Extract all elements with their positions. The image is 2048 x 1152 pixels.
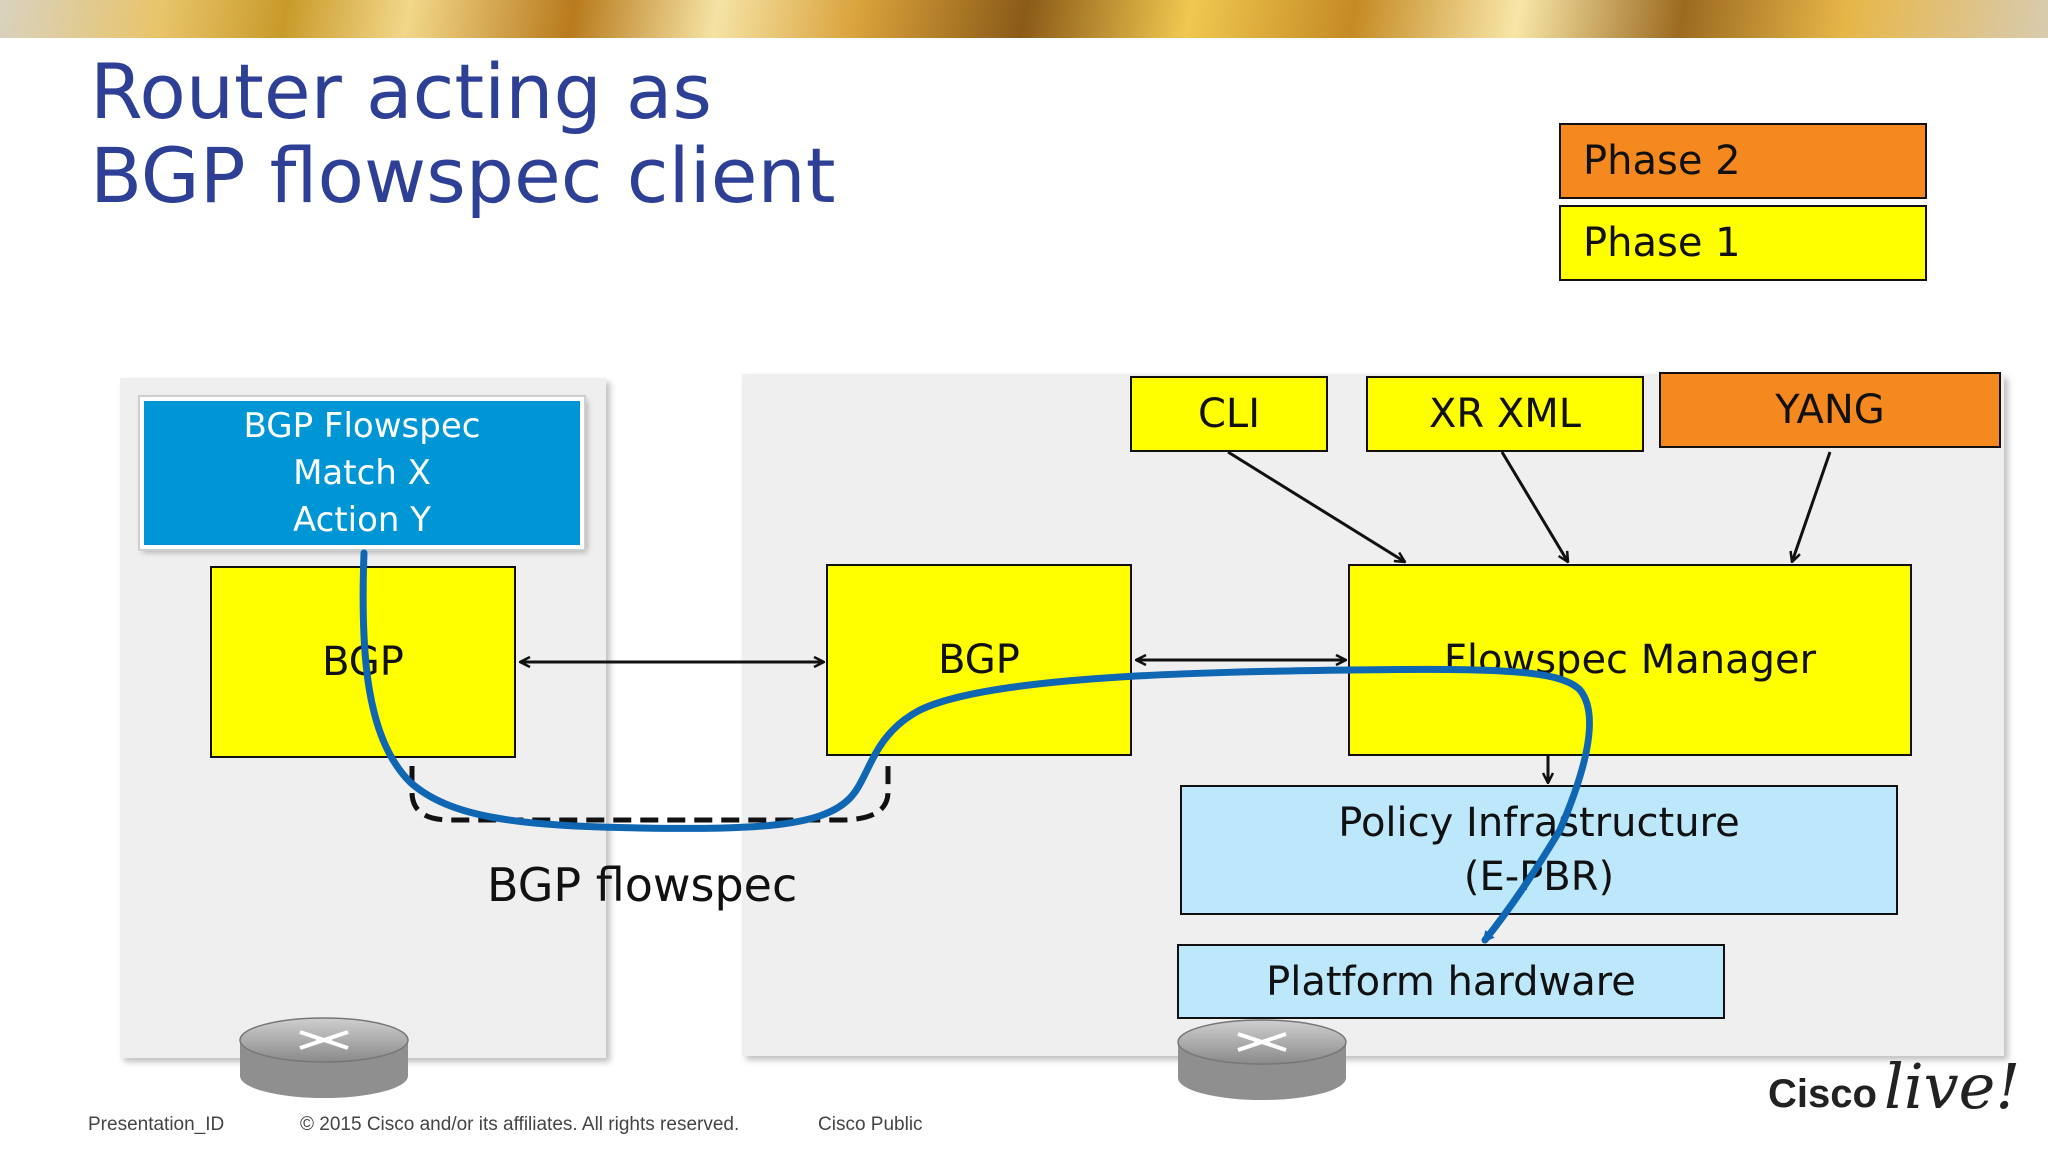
cisco-live-logo: Cisco live!: [1768, 1050, 2020, 1123]
cli-arrow: [1227, 450, 1405, 562]
flowspec-rule-line2: Match X: [293, 452, 431, 493]
cli-box: CLI: [1130, 376, 1328, 452]
controller-bgp-label: BGP: [938, 637, 1020, 683]
flowspec-manager-box: Flowspec Manager: [1348, 564, 1912, 756]
cisco-logo-text: Cisco: [1768, 1072, 1877, 1116]
slide-title-line1: Router acting as: [90, 47, 713, 136]
platform-hardware-box: Platform hardware: [1177, 944, 1725, 1019]
slide-title-line2: BGP flowspec client: [90, 131, 836, 220]
platform-hardware-label: Platform hardware: [1266, 958, 1636, 1005]
controller-bgp-box: BGP: [826, 564, 1132, 756]
legend-phase2: Phase 2: [1559, 123, 1927, 199]
yang-arrow: [1792, 451, 1832, 562]
flowspec-propagation-path: [359, 549, 1593, 944]
flowspec-manager-label: Flowspec Manager: [1443, 637, 1817, 683]
header-banner: [0, 0, 2048, 38]
footer-presentation-id: Presentation_ID: [88, 1114, 225, 1135]
policy-infrastructure-box: Policy Infrastructure (E-PBR): [1180, 785, 1898, 915]
policy-infrastructure-line1: Policy Infrastructure: [1338, 800, 1740, 846]
bgp-session-dashed-line: [409, 762, 891, 823]
footer-copyright: © 2015 Cisco and/or its affiliates. All …: [300, 1114, 740, 1135]
xr-xml-label: XR XML: [1428, 391, 1582, 437]
legend-phase1-label: Phase 1: [1583, 220, 1741, 266]
cli-label: CLI: [1197, 391, 1260, 437]
xr-xml-arrow: [1500, 451, 1568, 562]
bgp-flowspec-session-label: BGP flowspec: [487, 858, 798, 912]
client-router-icon: [239, 1017, 409, 1098]
xr-xml-box: XR XML: [1366, 376, 1644, 452]
flowspec-rule-line1: BGP Flowspec: [243, 405, 481, 446]
yang-label: YANG: [1775, 387, 1885, 433]
controller-router-icon: [1177, 1019, 1347, 1100]
yang-box: YANG: [1659, 372, 2001, 448]
slide-title: Router acting as BGP flowspec client: [90, 50, 836, 218]
flowspec-rule-box: BGP Flowspec Match X Action Y: [140, 397, 584, 549]
legend-phase1: Phase 1: [1559, 205, 1927, 281]
footer-classification: Cisco Public: [818, 1114, 923, 1135]
flowspec-rule-line3: Action Y: [292, 499, 432, 540]
live-logo-text: live!: [1884, 1050, 2021, 1123]
legend-phase2-label: Phase 2: [1583, 138, 1741, 184]
